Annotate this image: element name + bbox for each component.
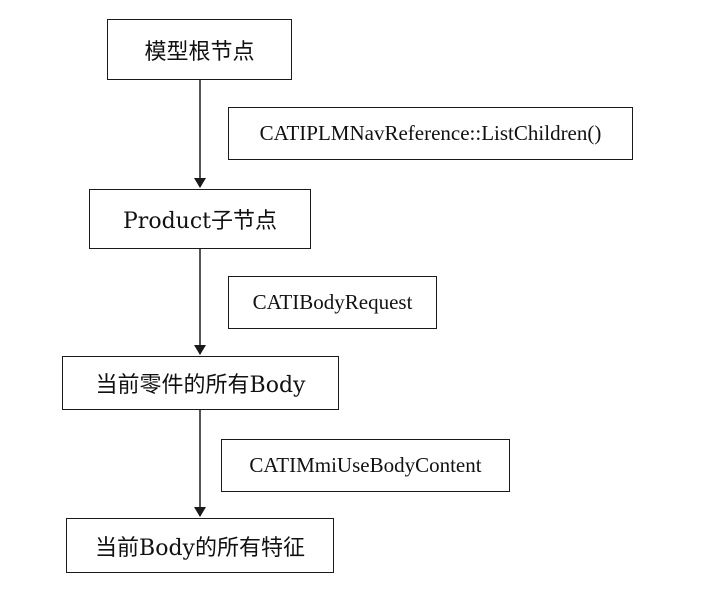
interface-catiplmnavreference: CATIPLMNavReference::ListChildren() xyxy=(228,107,633,160)
node-product-child: Product子节点 xyxy=(89,189,311,249)
node-current-body-features: 当前Body的所有特征 xyxy=(66,518,334,573)
node-current-part-bodies: 当前零件的所有Body xyxy=(62,356,339,410)
interface-catibodyrequest: CATIBodyRequest xyxy=(228,276,437,329)
node-model-root: 模型根节点 xyxy=(107,19,292,80)
interface-catimmiusebodycontent: CATIMmiUseBodyContent xyxy=(221,439,510,492)
